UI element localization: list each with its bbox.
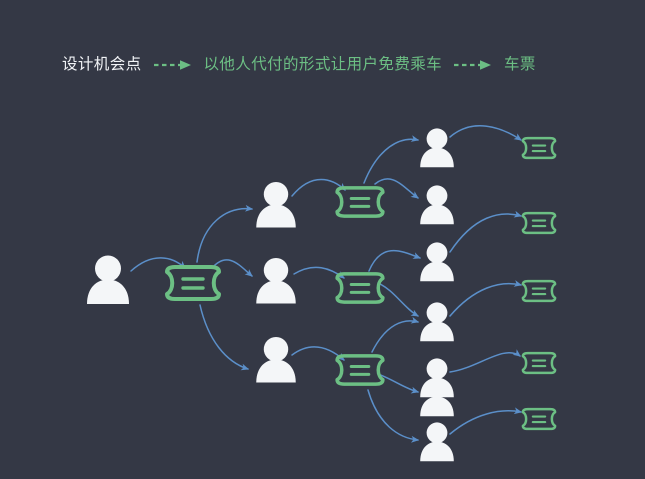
connector-arrow: [449, 210, 523, 253]
connector-arrow: [196, 204, 254, 263]
connector-arrow: [363, 135, 420, 184]
person-icon: [419, 127, 456, 169]
ticket-icon: [520, 136, 557, 161]
person-icon: [85, 254, 131, 306]
person-icon: [419, 241, 456, 283]
legend-item-reward: 车票: [504, 56, 536, 74]
person-icon: [254, 181, 297, 230]
connector-arrow: [377, 282, 419, 317]
connector-arrow: [368, 249, 422, 272]
legend-row: 设计机会点 以他人代付的形式让用户免费乘车 车票: [62, 50, 536, 80]
ticket-icon: [334, 184, 387, 219]
connector-arrow: [449, 280, 523, 317]
person-icon: [419, 184, 456, 226]
person-icon: [419, 421, 456, 463]
person-icon: [419, 376, 456, 418]
connector-arrow: [449, 407, 523, 435]
connector-arrow: [374, 178, 419, 199]
connector-arrow: [377, 373, 420, 394]
connector-arrow: [371, 316, 420, 353]
person-icon: [254, 336, 297, 385]
dashed-arrow-icon-1: [153, 59, 193, 71]
connector-arrow: [211, 259, 253, 277]
ticket-icon: [520, 279, 557, 304]
ticket-icon: [520, 351, 557, 376]
person-icon: [419, 301, 456, 343]
dashed-arrow-icon-2: [453, 59, 493, 71]
connector-arrow: [130, 257, 186, 272]
ticket-icon: [520, 211, 557, 236]
person-icon: [254, 257, 297, 306]
ticket-icon: [520, 407, 557, 432]
legend-item-mechanism: 以他人代付的形式让用户免费乘车: [203, 56, 443, 74]
ticket-icon: [334, 270, 387, 305]
connector-arrow: [367, 389, 420, 443]
connector-arrow: [449, 349, 521, 373]
connector-arrow: [449, 125, 522, 141]
connector-arrow: [199, 304, 250, 371]
ticket-icon: [163, 263, 223, 303]
legend-item-opportunity: 设计机会点: [62, 56, 142, 74]
ticket-icon: [334, 352, 387, 387]
